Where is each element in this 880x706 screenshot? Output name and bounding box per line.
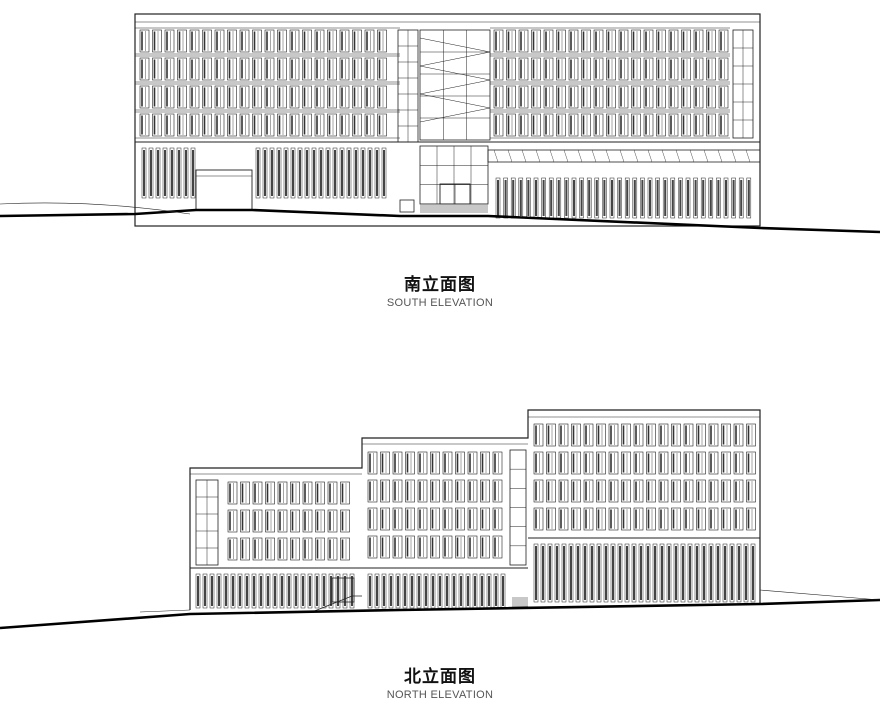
north-window-row	[533, 507, 756, 531]
north-building-outline	[189, 409, 761, 610]
north-left-stair-bay	[195, 479, 219, 566]
north-ground-line	[0, 598, 880, 630]
south-window-row	[139, 113, 387, 137]
south-canopy	[487, 149, 761, 163]
south-elevation-title-cn: 南立面图	[404, 275, 476, 295]
south-window-row	[493, 85, 729, 109]
south-window-row	[139, 29, 387, 53]
south-podium-louvers	[255, 147, 387, 199]
north-window-row	[367, 479, 503, 503]
south-atrium-curtain-wall	[419, 29, 491, 141]
south-podium-louvers	[141, 147, 196, 199]
north-window-row	[533, 451, 756, 475]
south-window-row	[139, 57, 387, 81]
south-elevation	[0, 13, 880, 234]
south-window-row	[493, 29, 729, 53]
north-elevation-title-cn: 北立面图	[404, 667, 476, 687]
north-podium-louvers-right	[533, 543, 756, 603]
south-building-outline	[134, 13, 761, 227]
north-window-row	[533, 479, 756, 503]
south-stair-bay	[397, 29, 419, 143]
north-window-row	[227, 537, 350, 561]
south-window-row	[139, 85, 387, 109]
south-podium-louvers-right	[495, 177, 752, 219]
north-ramp	[311, 595, 362, 613]
north-mid-stair-bay	[509, 449, 527, 566]
north-window-row	[227, 509, 350, 533]
north-window-row	[367, 535, 503, 559]
south-end-bay	[732, 29, 754, 139]
north-podium-louvers	[195, 573, 355, 609]
south-ground-line	[0, 208, 880, 234]
north-elevation-title-en: NORTH ELEVATION	[386, 689, 494, 701]
atrium-stair-lines	[419, 37, 491, 123]
north-podium-louvers	[367, 573, 506, 609]
south-side-door	[399, 199, 415, 213]
north-window-row	[227, 481, 350, 505]
south-landscape-curve	[0, 202, 191, 215]
south-window-row	[493, 57, 729, 81]
north-window-row	[533, 423, 756, 447]
north-window-row	[367, 451, 503, 475]
north-elevation	[0, 409, 880, 630]
south-elevation-title-en: SOUTH ELEVATION	[386, 297, 494, 309]
south-entrance-glazing	[419, 145, 489, 205]
north-window-row	[367, 507, 503, 531]
south-window-row	[493, 113, 729, 137]
